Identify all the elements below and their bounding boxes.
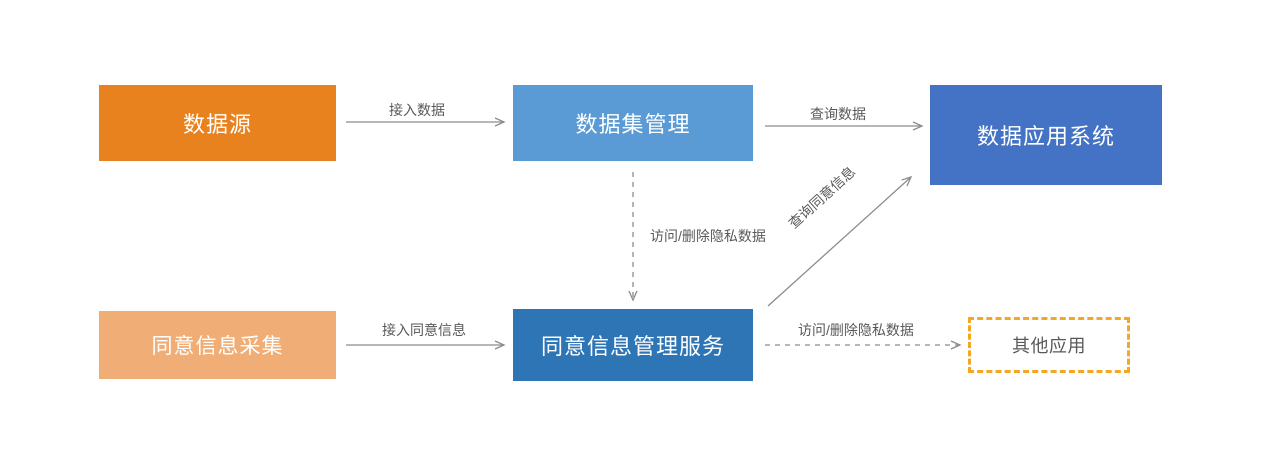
node-consent-management-service[interactable]: 同意信息管理服务	[513, 309, 753, 381]
node-dataset-management[interactable]: 数据集管理	[513, 85, 753, 161]
node-datasource[interactable]: 数据源	[99, 85, 336, 161]
node-other-application[interactable]: 其他应用	[968, 317, 1130, 373]
edge-label-access-delete-private-data-horizontal: 访问/删除隐私数据	[798, 322, 914, 338]
node-data-application-system[interactable]: 数据应用系统	[930, 85, 1162, 185]
node-consent-collection[interactable]: 同意信息采集	[99, 311, 336, 379]
edge-label-ingest-consent-info: 接入同意信息	[382, 322, 466, 338]
edge-label-query-data: 查询数据	[810, 106, 866, 122]
edge-label-access-delete-private-data-vertical: 访问/删除隐私数据	[650, 228, 766, 244]
edge-label-ingest-data: 接入数据	[389, 102, 445, 118]
edge-query-consent-line	[767, 175, 913, 307]
